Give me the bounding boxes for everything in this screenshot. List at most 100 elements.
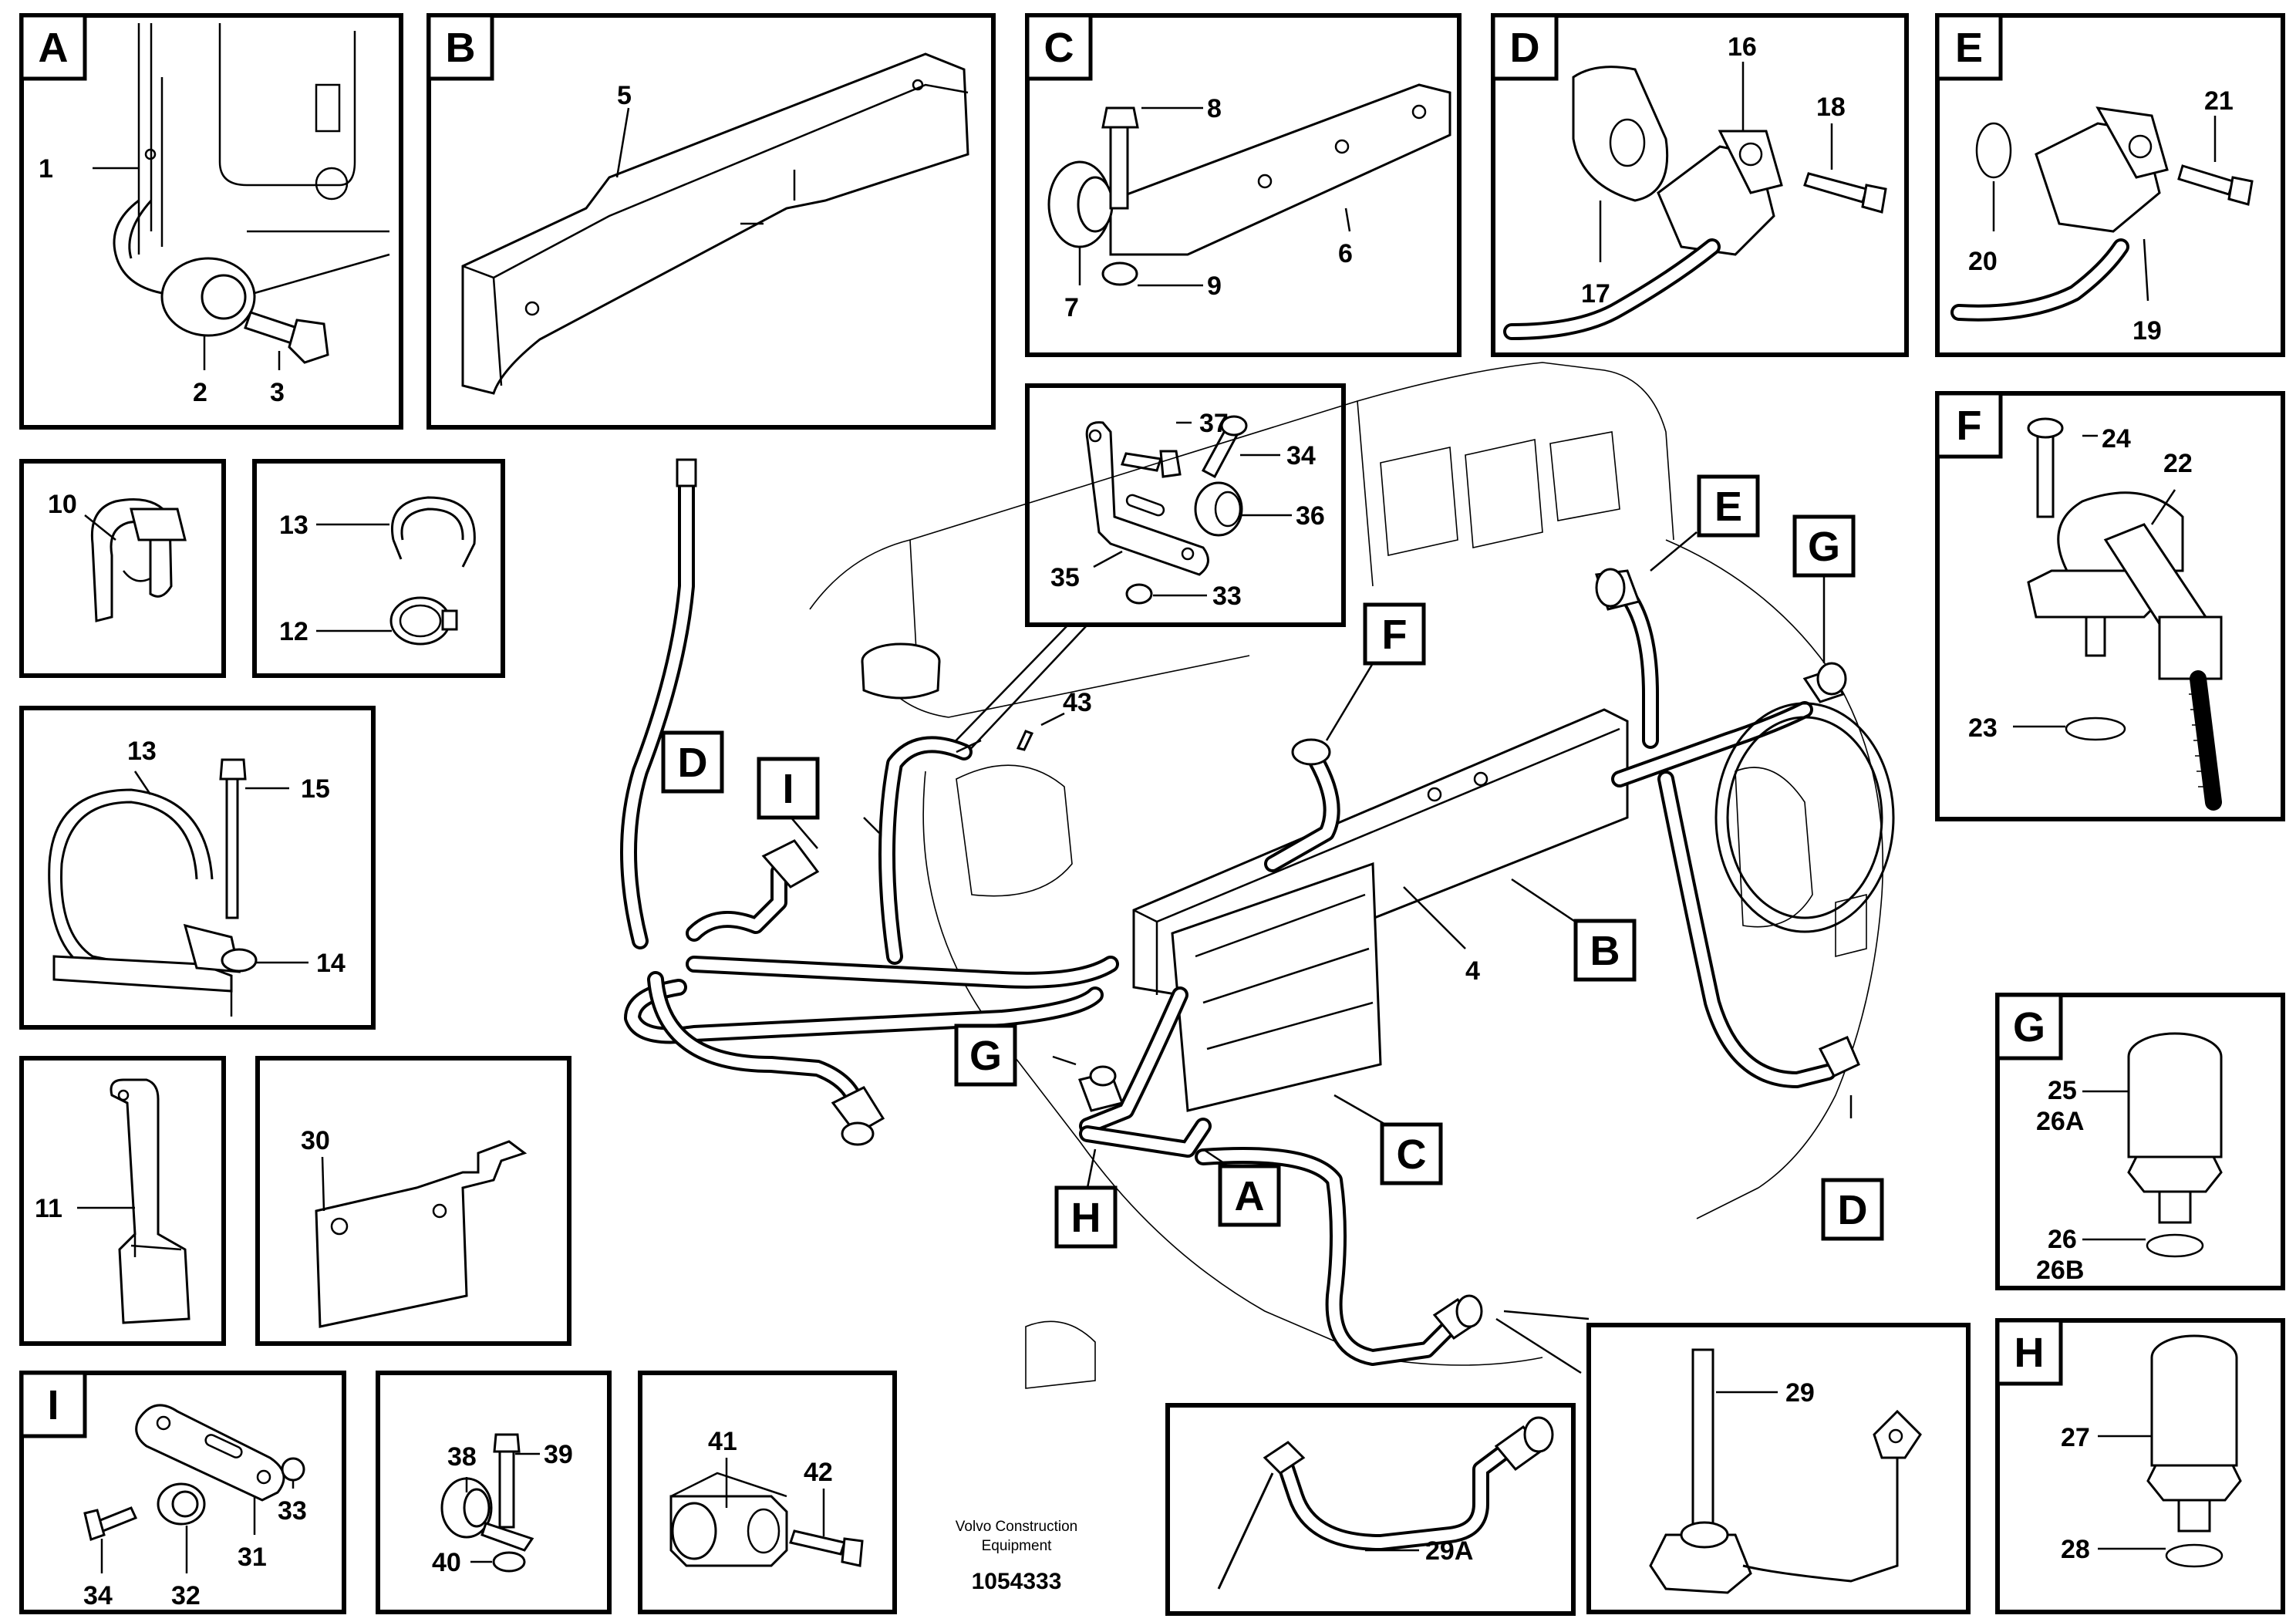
panel-clamp-38-40: 38 39 40 <box>376 1371 612 1614</box>
callout-18: 18 <box>1816 93 1846 122</box>
svg-text:D: D <box>1838 1187 1868 1233</box>
callout-20: 20 <box>1968 247 1998 276</box>
panel-sensor-29a: 29A <box>1165 1403 1576 1616</box>
svg-text:B: B <box>1590 928 1620 974</box>
callout-13a: 13 <box>279 511 308 540</box>
callout-16: 16 <box>1728 32 1757 62</box>
callout-35: 35 <box>1050 563 1080 592</box>
callout-5: 5 <box>617 81 632 110</box>
callout-27: 27 <box>2061 1423 2090 1452</box>
svg-text:H: H <box>1071 1195 1101 1241</box>
panel-e: E 21 20 19 <box>1935 13 2285 357</box>
panel-a-letter: A <box>39 25 69 71</box>
tag-d-right: D <box>1821 1178 1884 1241</box>
svg-text:I: I <box>782 766 794 812</box>
svg-text:F: F <box>1382 612 1408 658</box>
panel-h: H 27 28 <box>1995 1318 2285 1614</box>
callout-6: 6 <box>1338 239 1353 268</box>
callout-19: 19 <box>2132 316 2162 346</box>
panel-b: B 5 <box>426 13 996 430</box>
footer-line-2: Equipment <box>982 1538 1053 1554</box>
tag-h: H <box>1054 1185 1118 1249</box>
panel-plate-30: 30 <box>255 1056 571 1346</box>
callout-34b: 34 <box>83 1581 113 1610</box>
callout-33b: 33 <box>278 1496 307 1526</box>
main-engine-view: 43 4 A B C D <box>620 362 1895 1389</box>
callout-11: 11 <box>35 1194 62 1223</box>
panel-sensor-29: 29 <box>1586 1323 1971 1614</box>
callout-17: 17 <box>1581 279 1610 309</box>
svg-text:G: G <box>1808 524 1840 570</box>
callout-31: 31 <box>238 1543 267 1572</box>
callout-4: 4 <box>1465 956 1480 986</box>
panel-d-letter: D <box>1510 25 1540 71</box>
tag-g-left: G <box>954 1023 1017 1087</box>
callout-30: 30 <box>301 1126 330 1155</box>
panel-g: G 25 26A 26 26B <box>1995 993 2285 1290</box>
callout-32: 32 <box>171 1581 201 1610</box>
callout-10: 10 <box>48 490 77 519</box>
footer-line-1: Volvo Construction <box>956 1519 1077 1535</box>
panel-clamps-12-13: 13 12 <box>252 459 505 678</box>
callout-38: 38 <box>447 1442 477 1472</box>
callout-26: 26 <box>2048 1225 2077 1254</box>
callout-29: 29 <box>1785 1378 1815 1408</box>
callout-26b: 26B <box>2036 1256 2084 1285</box>
svg-text:A: A <box>1235 1173 1265 1219</box>
callout-25: 25 <box>2048 1076 2077 1105</box>
panel-f-letter: F <box>1957 403 1982 449</box>
panel-a: A 1 2 3 <box>19 13 403 430</box>
svg-text:G: G <box>969 1033 1002 1079</box>
callout-39: 39 <box>544 1440 573 1469</box>
tag-b: B <box>1573 919 1637 982</box>
callout-26a: 26A <box>2036 1107 2084 1136</box>
panel-bracket-33-37: 37 34 36 35 33 <box>948 383 1346 757</box>
panel-c: C 8 9 7 6 <box>1025 13 1462 357</box>
callout-33a: 33 <box>1212 582 1242 611</box>
callout-7: 7 <box>1064 293 1079 322</box>
callout-8: 8 <box>1207 94 1222 123</box>
callout-41: 41 <box>708 1427 737 1456</box>
footer: Volvo Construction Equipment 1054333 <box>956 1519 1077 1594</box>
callout-23: 23 <box>1968 713 1998 743</box>
callout-43: 43 <box>1063 688 1092 717</box>
panel-bracket-11: 11 <box>19 1056 226 1346</box>
callout-1: 1 <box>39 154 53 184</box>
tag-g-right: G <box>1792 514 1856 578</box>
panel-b-letter: B <box>446 25 476 71</box>
callout-42: 42 <box>804 1458 833 1487</box>
panel-clip-41-42: 41 42 <box>638 1371 897 1614</box>
tag-e: E <box>1697 474 1760 538</box>
callout-24: 24 <box>2102 424 2131 454</box>
callout-22: 22 <box>2163 449 2193 478</box>
tag-d-left: D <box>661 730 724 794</box>
callout-3: 3 <box>270 378 285 407</box>
callout-29a: 29A <box>1425 1536 1473 1566</box>
callout-13b: 13 <box>127 737 157 766</box>
panel-f: F 24 22 23 <box>1935 391 2285 821</box>
tag-i: I <box>757 757 820 820</box>
panel-d: D 16 18 17 <box>1491 13 1909 357</box>
drawing-number: 1054333 <box>972 1569 1062 1594</box>
callout-2: 2 <box>193 378 207 407</box>
svg-text:E: E <box>1714 484 1742 530</box>
panel-i-letter: I <box>47 1382 59 1428</box>
svg-text:D: D <box>678 740 708 786</box>
panel-i: I 34 32 31 33 <box>19 1371 346 1614</box>
callout-37: 37 <box>1199 409 1229 438</box>
callout-40: 40 <box>432 1548 461 1577</box>
svg-text:C: C <box>1397 1131 1427 1178</box>
callout-14: 14 <box>316 949 346 978</box>
panel-g-letter: G <box>2013 1004 2045 1050</box>
panel-clip-10: 10 <box>19 459 226 678</box>
callout-36: 36 <box>1296 501 1325 531</box>
panel-h-letter: H <box>2014 1330 2045 1376</box>
tag-c: C <box>1380 1122 1443 1185</box>
tag-f: F <box>1363 602 1426 666</box>
panel-e-letter: E <box>1955 25 1983 71</box>
tag-a: A <box>1218 1164 1281 1227</box>
callout-21: 21 <box>2204 86 2234 116</box>
panel-strap-13-14-15: 13 15 14 <box>19 706 376 1030</box>
